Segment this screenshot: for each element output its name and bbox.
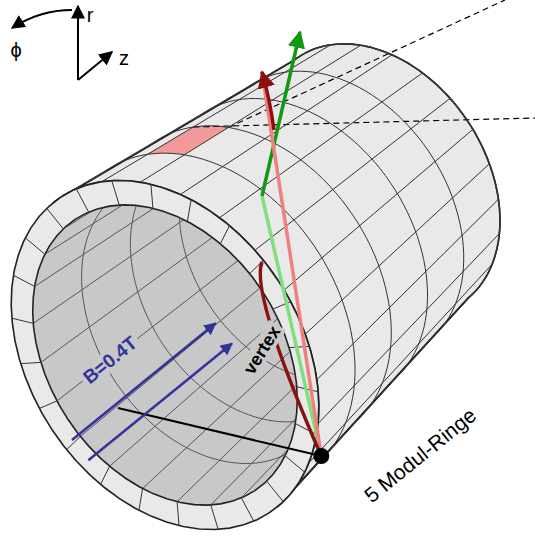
face-segment	[47, 208, 64, 229]
ring-label: 5 Modul-Ringe	[357, 401, 482, 509]
track-curved	[262, 72, 274, 130]
module-edge	[102, 45, 331, 182]
inner-edge	[41, 186, 283, 363]
axis-label: r	[87, 5, 94, 25]
face-segment	[12, 318, 33, 323]
module-edge	[140, 45, 360, 182]
inner-edge	[177, 294, 389, 501]
face-segment	[241, 498, 253, 521]
bore	[33, 205, 298, 505]
axis-label: ϕ	[10, 40, 21, 60]
vertex-dot	[313, 448, 329, 464]
face-segment	[177, 502, 179, 526]
inner-edge	[57, 216, 296, 401]
face-segment	[112, 181, 119, 205]
field-arrow	[72, 323, 216, 440]
face-segment	[220, 226, 229, 244]
track-curved	[262, 72, 321, 456]
zoom-line	[193, 118, 535, 127]
module-edge	[180, 55, 392, 195]
face-segment	[139, 489, 143, 511]
beam-axis	[118, 408, 321, 456]
inner-ring	[130, 166, 339, 422]
module-ring	[293, 44, 501, 299]
inner-edge	[35, 127, 279, 287]
face-segment	[101, 466, 110, 484]
inner-ring	[82, 195, 301, 464]
module-edge	[318, 234, 499, 424]
bore-exit	[277, 63, 483, 297]
face-segment	[187, 200, 191, 222]
module-edge	[290, 289, 478, 495]
inner-ring	[228, 107, 417, 339]
bore-inside	[33, 63, 483, 505]
inner-edge	[143, 284, 363, 488]
module-edge	[219, 73, 422, 218]
axis-arrow	[78, 52, 112, 80]
face-segment	[25, 238, 45, 254]
face-segment	[289, 346, 309, 347]
track-curved	[260, 262, 321, 456]
face-segment	[267, 481, 284, 502]
face-segment	[13, 275, 34, 286]
face-segment	[151, 184, 153, 208]
face-segment	[285, 456, 305, 472]
face-segment	[211, 505, 218, 529]
inner-edge	[33, 155, 277, 323]
module-edge	[255, 98, 450, 250]
module-edge	[317, 199, 499, 379]
face-segment	[21, 362, 41, 363]
axis-arrow	[12, 10, 72, 28]
axis-label: z	[119, 48, 129, 68]
face-segment	[39, 401, 57, 408]
inner-edge	[110, 267, 337, 466]
axis-arrow	[77, 6, 79, 80]
face-segment	[76, 189, 88, 212]
inner-edge	[45, 101, 286, 254]
